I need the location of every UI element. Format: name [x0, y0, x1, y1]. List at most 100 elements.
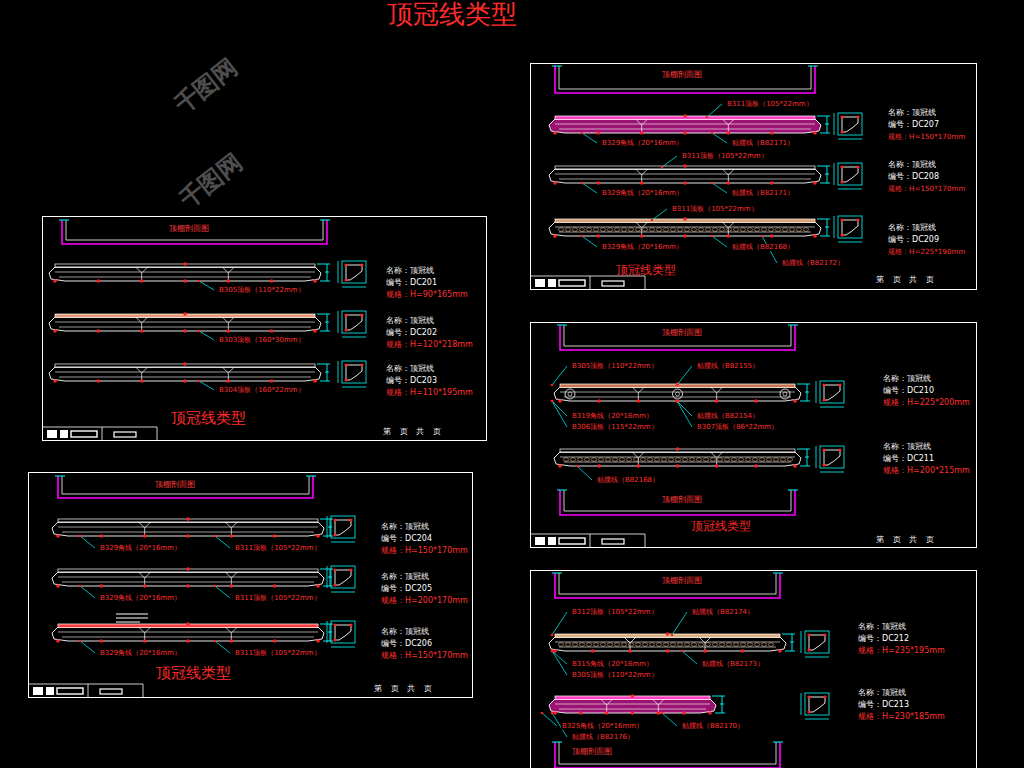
spec-text: 名称：顶冠线	[883, 443, 931, 451]
section-label: 顶棚剖面图	[154, 481, 196, 489]
moulding-elevation	[549, 114, 830, 135]
callout-label: 贴腰线（B82154）	[696, 413, 760, 420]
leader-line	[682, 651, 697, 664]
callout-label: B329角线（20*16mm）	[601, 190, 684, 197]
leader-line	[582, 236, 597, 247]
moulding-elevation	[549, 164, 830, 185]
ceiling-outline	[555, 573, 780, 598]
leader-line	[662, 156, 677, 167]
sheet-drawing	[28, 476, 355, 698]
spec-text: 名称：顶冠线	[381, 573, 429, 581]
spec-text: 名称：顶冠线	[386, 267, 434, 275]
drawing-sheet: 顶棚剖面图B312顶板（105*22mm）贴腰线（B82174）B315角线（2…	[530, 570, 977, 768]
spec-text: 名称：顶冠线	[381, 628, 429, 636]
page-number: 第 页 共 页	[876, 276, 934, 284]
spec-text: 规格：H=150*170mm	[888, 185, 965, 193]
ceiling-cap	[552, 742, 783, 743]
leader-line	[577, 466, 592, 480]
callout-label: 贴腰线（B82171）	[731, 190, 795, 197]
callout-label: B329角线（20*16mm）	[99, 650, 182, 657]
moulding-profile	[327, 566, 355, 592]
moulding-elevation	[49, 262, 330, 283]
leader-line	[707, 104, 722, 117]
ceiling-outline	[555, 66, 815, 93]
ceiling-inner-line	[564, 325, 791, 346]
spec-text: 规格：H=200*170mm	[381, 597, 468, 605]
callout-label: B311顶板（105*22mm）	[681, 153, 769, 160]
spec-text: 规格：H=110*195mm	[386, 389, 473, 397]
moulding-profile	[327, 621, 355, 647]
leader-dot	[79, 535, 82, 538]
leader-line	[672, 612, 687, 635]
leader-line	[652, 209, 667, 220]
callout-label: B329角线（20*16mm）	[601, 140, 684, 147]
moulding-profile	[338, 361, 366, 387]
spec-text: 编号：DC203	[386, 377, 437, 385]
callout-label: B304顶板（160*22mm）	[218, 387, 306, 394]
drawing-sheet: 顶棚剖面图B305顶板（110*22mm）B303顶板（160*30mm）B30…	[42, 216, 487, 441]
ceiling-outline	[560, 490, 795, 515]
leader-dot	[676, 384, 679, 387]
callout-label: B311顶板（105*22mm）	[234, 650, 322, 657]
spec-text: 编号：DC207	[888, 121, 939, 129]
moulding-profile	[801, 631, 829, 657]
ceiling-cap	[552, 573, 783, 574]
sheet-drawing	[541, 573, 829, 768]
section-label: 顶棚剖面图	[571, 748, 613, 756]
spec-text: 编号：DC210	[883, 387, 934, 395]
leader-dot	[214, 585, 217, 588]
moulding-profile	[338, 311, 366, 337]
sheet-drawing	[42, 220, 366, 441]
ceiling-inner-line	[564, 490, 791, 511]
sheet-drawing	[530, 66, 862, 290]
leader-line	[712, 133, 727, 143]
spec-text: 规格：H=150*170mm	[381, 652, 468, 660]
moulding-elevation	[554, 382, 810, 403]
callout-label: 贴腰线（B82176）	[571, 734, 635, 741]
leader-dot	[651, 219, 654, 222]
leader-line	[199, 381, 214, 390]
leader-dot	[676, 400, 679, 403]
leader-dot	[198, 280, 201, 283]
spec-text: 名称：顶冠线	[386, 317, 434, 325]
note-mark	[116, 614, 148, 622]
callout-label: B315角线（20*16mm）	[571, 661, 654, 668]
leader-dot	[711, 182, 714, 185]
leader-dot	[761, 235, 764, 238]
callout-label: B305顶板（110*22mm）	[571, 672, 659, 679]
spec-text: 名称：顶冠线	[888, 224, 936, 232]
leader-dot	[711, 132, 714, 135]
spec-text: 编号：DC208	[888, 173, 939, 181]
spec-text: 规格：H=200*215mm	[883, 467, 970, 475]
leader-dot	[551, 650, 554, 653]
leader-dot	[79, 585, 82, 588]
leader-line	[552, 651, 567, 664]
sheet-title: 顶冠线类型	[156, 666, 231, 682]
leader-dot	[581, 235, 584, 238]
leader-line	[199, 281, 214, 290]
watermark: 千图网	[173, 146, 249, 216]
spec-text: 规格：H=150*170mm	[888, 133, 965, 141]
callout-label: B311顶板（105*22mm）	[671, 206, 759, 213]
leader-dot	[581, 132, 584, 135]
callout-label: B311顶板（105*22mm）	[234, 595, 322, 602]
callout-label: 贴腰线（B82171）	[731, 140, 795, 147]
moulding-elevation	[49, 362, 330, 383]
spec-text: 名称：顶冠线	[386, 365, 434, 373]
callout-label: B305顶板（110*22mm）	[571, 363, 659, 370]
spec-text: 编号：DC204	[381, 535, 432, 543]
callout-label: 贴腰线（B82174）	[691, 609, 755, 616]
leader-dot	[551, 650, 554, 653]
page-number: 第 页 共 页	[374, 685, 432, 693]
leader-dot	[198, 380, 201, 383]
leader-line	[542, 713, 557, 726]
ceiling-inner-line	[559, 573, 776, 594]
spec-text: 名称：顶冠线	[381, 523, 429, 531]
ceiling-inner-line	[66, 220, 323, 240]
moulding-elevation	[554, 447, 810, 468]
moulding-elevation	[549, 632, 795, 653]
callout-label: B329角线（20*16mm）	[99, 545, 182, 552]
ceiling-outline	[555, 742, 780, 768]
leader-line	[712, 236, 727, 247]
